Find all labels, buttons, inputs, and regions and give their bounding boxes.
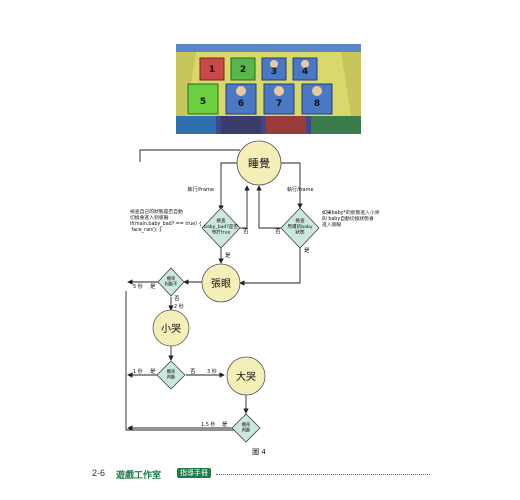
state-sleep: 睡覺 (236, 140, 282, 186)
state-big-cry: 大哭 (226, 356, 266, 396)
yes-left-label: 是 (225, 252, 231, 259)
no-right-label: 否 (275, 228, 281, 235)
state-open-eyes-label: 張眼 (211, 278, 231, 290)
book-title: 遊戲工作室 (116, 471, 162, 481)
exec-right-label: 執行/frame (287, 186, 314, 193)
yes-prob2-label: 是 (150, 368, 156, 375)
crib-number-1: 1 (209, 65, 215, 75)
time-1s-label: 1 秒 (133, 368, 143, 375)
decision-prob3: 機率判斷 (231, 413, 261, 443)
time-3s-label: 3 秒 (207, 368, 217, 375)
crib-number-8: 8 (314, 99, 320, 109)
time-1-5s-label: 1.5 秒 (201, 421, 216, 428)
decision-prob1: 機率判斷不 (157, 267, 185, 297)
state-small-cry-label: 小哭 (161, 323, 181, 335)
flow-connectors (125, 149, 303, 431)
crib-number-3: 3 (271, 67, 277, 77)
crib-number-5: 5 (200, 97, 206, 107)
crib-number-4: 4 (302, 67, 308, 77)
footer-rule (216, 474, 430, 475)
right-note: 如果baby*的狀態進入小哭則 baby自動切換狀態會進入張眼 (322, 209, 380, 228)
state-small-cry: 小哭 (152, 309, 190, 347)
decision-prob3-text: 機率判斷 (242, 421, 251, 433)
crib-number-6: 6 (238, 99, 244, 109)
state-big-cry-label: 大哭 (236, 370, 256, 383)
crib-number-2: 2 (240, 65, 246, 75)
yes-right-label: 是 (304, 247, 310, 254)
nursery-scene-image: 1 2 3 4 5 6 7 8 (176, 44, 361, 134)
page-footer: 2-6 遊戲工作室 指導手冊 (92, 468, 430, 482)
page-number: 2-6 (92, 468, 106, 478)
state-open-eyes: 張眼 (201, 263, 241, 303)
guide-badge: 指導手冊 (177, 468, 211, 478)
yes-prob1-label: 是 (150, 283, 156, 290)
time-2s-label: 2 秒 (174, 303, 184, 310)
decision-prob2: 機率判斷 (156, 360, 186, 390)
decision-prob2-text: 機率判斷 (167, 368, 176, 380)
state-sleep-label: 睡覺 (248, 157, 270, 170)
figure-caption: 圖 4 (252, 448, 266, 456)
yes-prob3-label: 是 (222, 421, 228, 428)
decision-prob1-text: 機率判斷不 (165, 275, 179, 287)
exec-left-label: 執行/frame (187, 186, 214, 193)
crib-number-7: 7 (276, 99, 282, 109)
time-5s-label: 5 秒 (133, 283, 143, 290)
no-prob1-label: 否 (174, 295, 180, 302)
no-prob2-label: 否 (190, 368, 196, 375)
nursery-game-screenshot: 1 2 3 4 5 6 7 8 (176, 44, 361, 134)
no-left-label: 否 (243, 228, 249, 235)
